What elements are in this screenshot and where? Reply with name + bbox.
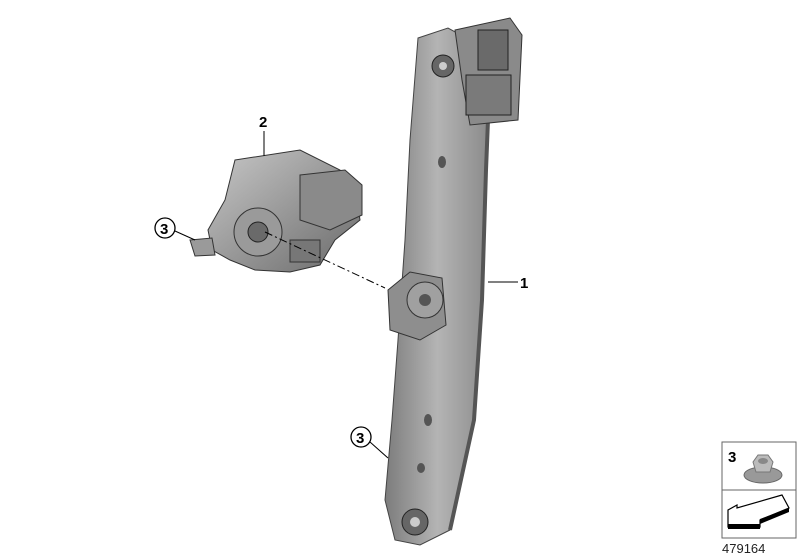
callout-3-motor[interactable]: 3 bbox=[154, 217, 196, 241]
window-motor[interactable] bbox=[189, 149, 363, 273]
callout-3-bottom-label: 3 bbox=[356, 430, 364, 447]
legend-box: 3 bbox=[721, 441, 797, 539]
arrow-icon bbox=[727, 494, 790, 529]
window-regulator-rail[interactable] bbox=[384, 17, 523, 546]
callout-2-label: 2 bbox=[259, 114, 267, 131]
callout-2[interactable]: 2 bbox=[259, 114, 267, 156]
alignment-line bbox=[264, 231, 386, 289]
diagram-id: 479164 bbox=[722, 541, 765, 556]
callout-3-label: 3 bbox=[160, 221, 168, 238]
callout-3-bottom[interactable]: 3 bbox=[350, 426, 389, 459]
callout-1-label: 1 bbox=[520, 275, 528, 292]
legend-item-number: 3 bbox=[728, 449, 736, 466]
callout-1[interactable]: 1 bbox=[488, 275, 528, 292]
hex-flange-nut-icon bbox=[743, 454, 783, 484]
